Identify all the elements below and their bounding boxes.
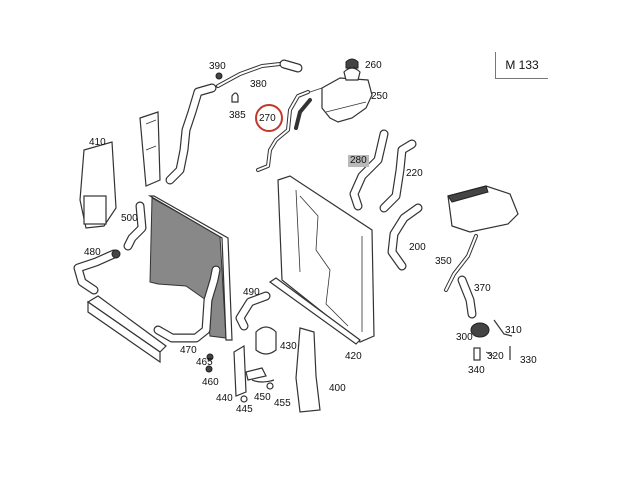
callout-430[interactable]: 430 xyxy=(280,341,297,352)
engine-housing xyxy=(447,185,519,233)
radiator xyxy=(277,175,375,343)
callout-260[interactable]: 260 xyxy=(365,60,382,71)
callout-370[interactable]: 370 xyxy=(474,283,491,294)
callout-320[interactable]: 320 xyxy=(487,351,504,362)
callout-300[interactable]: 300 xyxy=(456,332,473,343)
callout-465[interactable]: 465 xyxy=(196,357,213,368)
callout-220[interactable]: 220 xyxy=(406,168,423,179)
lower-rail-420 xyxy=(268,277,361,345)
thermostat-300 xyxy=(470,319,513,361)
callout-500[interactable]: 500 xyxy=(121,213,138,224)
pump-430 xyxy=(255,326,277,355)
highlight-ring xyxy=(255,104,283,132)
bracket-410 xyxy=(79,141,117,229)
clip-465 xyxy=(206,353,214,361)
hose-470 xyxy=(153,265,221,343)
callout-250[interactable]: 250 xyxy=(371,91,388,102)
pipe-350 xyxy=(444,234,478,292)
hose-500 xyxy=(123,201,147,251)
coolant-pipe-270 xyxy=(256,87,323,172)
air-duct xyxy=(139,111,161,187)
hose-280 xyxy=(349,129,389,211)
model-code-box: M 133 xyxy=(495,52,548,79)
expansion-tank xyxy=(321,67,373,123)
callout-480[interactable]: 480 xyxy=(84,247,101,258)
clip-460 xyxy=(205,365,213,373)
hose-490 xyxy=(235,291,271,331)
callout-270[interactable]: 270 xyxy=(259,113,276,124)
callout-470[interactable]: 470 xyxy=(180,345,197,356)
upper-left-hose xyxy=(165,83,217,185)
callout-385[interactable]: 385 xyxy=(229,110,246,121)
callout-490[interactable]: 490 xyxy=(243,287,260,298)
callout-410[interactable]: 410 xyxy=(89,137,106,148)
air-duct-400 xyxy=(295,327,321,413)
callout-350[interactable]: 350 xyxy=(435,256,452,267)
tank-cap xyxy=(345,58,359,69)
auxiliary-cooler xyxy=(86,295,167,364)
callout-460[interactable]: 460 xyxy=(202,377,219,388)
clip-385 xyxy=(231,92,239,103)
callout-440[interactable]: 440 xyxy=(216,393,233,404)
callout-420[interactable]: 420 xyxy=(345,351,362,362)
screw-455 xyxy=(266,382,274,390)
callout-340[interactable]: 340 xyxy=(468,365,485,376)
hose-380 xyxy=(216,59,303,88)
callout-400[interactable]: 400 xyxy=(329,383,346,394)
hose-220 xyxy=(379,139,417,213)
callout-280[interactable]: 280 xyxy=(348,155,369,167)
nut-390 xyxy=(215,72,223,80)
callout-445[interactable]: 445 xyxy=(236,404,253,415)
callout-450[interactable]: 450 xyxy=(254,392,271,403)
hose-480 xyxy=(73,249,121,295)
callout-330[interactable]: 330 xyxy=(520,355,537,366)
hose-370 xyxy=(457,275,477,319)
callout-310[interactable]: 310 xyxy=(505,325,522,336)
nut-445 xyxy=(240,395,248,403)
callout-200[interactable]: 200 xyxy=(409,242,426,253)
hose-200 xyxy=(387,203,423,271)
callout-380[interactable]: 380 xyxy=(250,79,267,90)
bracket-440 xyxy=(233,344,275,397)
callout-390[interactable]: 390 xyxy=(209,61,226,72)
model-code: M 133 xyxy=(505,58,539,72)
callout-455[interactable]: 455 xyxy=(274,398,291,409)
